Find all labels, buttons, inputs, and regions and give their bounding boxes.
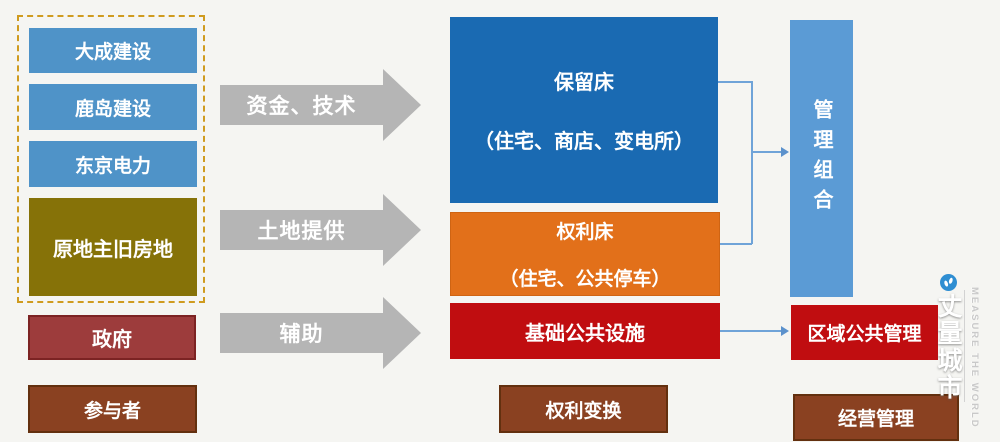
regional-management-box: 区域公共管理 (791, 305, 938, 360)
caption-rights-conversion: 权利变换 (499, 385, 668, 433)
flow-arrow-land-provision: 土地提供 (220, 210, 383, 250)
connector-line (751, 151, 782, 153)
connector-line (751, 81, 753, 244)
connector-line (718, 81, 752, 83)
rights-floor-detail: （住宅、公共停车） (499, 269, 671, 290)
reserved-floor-box: 保留床 （住宅、商店、变电所） (450, 17, 718, 203)
arrow-head-icon (383, 297, 421, 369)
arrow-head-icon (383, 69, 421, 141)
reserved-floor-title: 保留床 (554, 72, 614, 94)
connector-line (720, 243, 752, 245)
connector-line (720, 330, 782, 332)
connector-arrowhead-icon (781, 326, 789, 336)
caption-operation-management: 经营管理 (793, 394, 959, 441)
watermark-divider (964, 290, 965, 402)
infrastructure-box: 基础公共设施 (450, 303, 720, 359)
participants-group-frame (17, 15, 205, 303)
management-union-box: 管理组合 (790, 20, 853, 297)
rights-floor-box: 权利床 （住宅、公共停车） (450, 212, 720, 296)
rights-floor-title: 权利床 (556, 222, 614, 243)
watermark-cn: 丈量城市 (934, 293, 962, 401)
participant-box-taisei: 大成建设 (29, 28, 197, 73)
footprints-logo-icon (940, 274, 957, 291)
participant-box-landowners: 原地主旧房地 (29, 198, 197, 296)
flow-arrow-assistance: 辅助 (220, 313, 383, 353)
connector-arrowhead-icon (781, 147, 789, 157)
flow-arrow-funds-technology: 资金、技术 (220, 85, 383, 125)
participant-box-tepco: 东京电力 (29, 141, 197, 187)
participant-box-kajima: 鹿岛建设 (29, 84, 197, 130)
reserved-floor-detail: （住宅、商店、变电所） (474, 131, 694, 153)
caption-participants: 参与者 (28, 385, 197, 433)
government-box: 政府 (28, 315, 196, 360)
watermark-en: MEASURE THE WORLD (969, 287, 980, 429)
arrow-head-icon (383, 194, 421, 266)
